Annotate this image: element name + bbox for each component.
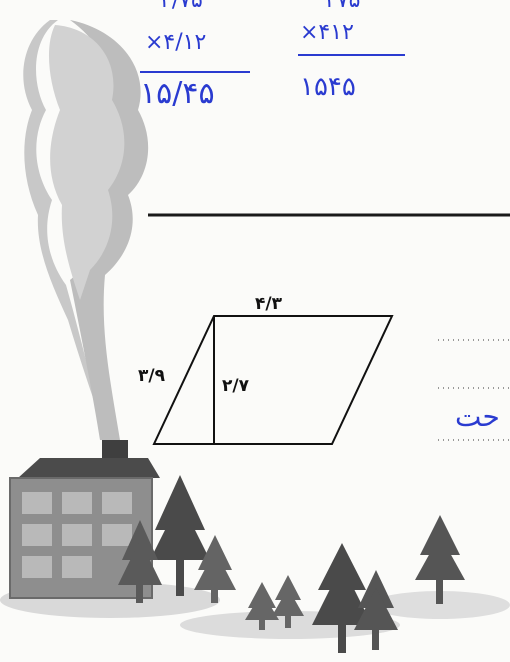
- pine-tree-icon: [245, 582, 279, 630]
- pine-tree-icon: [194, 535, 236, 603]
- pine-tree-icon: [415, 515, 465, 604]
- calc2-result: ۱۵۴۵: [300, 72, 356, 102]
- pine-tree-icon: [312, 543, 372, 653]
- smoke-icon: [23, 20, 118, 440]
- answer-fragment: حت: [455, 400, 500, 433]
- calc1-multiplier: ×۴/۱۲: [145, 30, 207, 55]
- calc1-top: ۳/۷۵: [160, 0, 203, 13]
- calc2-top: ۳۷۵: [325, 0, 361, 13]
- calc2-multiplier: ×۴۱۲: [300, 20, 354, 45]
- label-height: ۲/۷: [222, 376, 249, 396]
- pine-tree-icon: [150, 475, 210, 596]
- pine-tree-icon: [272, 575, 304, 628]
- pine-tree-icon: [354, 570, 398, 650]
- parallelogram-figure: [152, 315, 394, 445]
- label-slant-side: ۳/۹: [138, 366, 165, 386]
- pine-tree-icon: [118, 520, 162, 603]
- calc1-result: ۱۵/۴۵: [140, 76, 215, 111]
- label-top-side: ۴/۳: [255, 294, 282, 314]
